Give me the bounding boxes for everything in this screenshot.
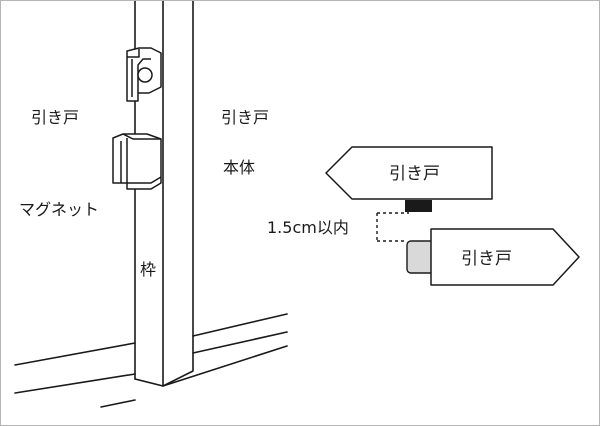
label-frame: 枠 (140, 260, 156, 279)
arrow-left-label: 引き戸 (389, 164, 440, 184)
label-gap: 1.5cm以内 (267, 218, 349, 237)
arrow-right-label: 引き戸 (461, 249, 512, 269)
floor-rail-left (14, 342, 136, 408)
label-sliding-door-left: 引き戸 (31, 108, 79, 127)
main-unit-icon (126, 47, 162, 102)
label-sliding-door-right: 引き戸 (221, 108, 269, 127)
label-main-unit: 本体 (223, 158, 255, 177)
label-magnet: マグネット (19, 200, 99, 219)
magnet-bar (405, 200, 432, 212)
arrow-left-shape (325, 146, 493, 200)
floor-rail-right (162, 313, 288, 387)
gap-guide-lines (376, 212, 409, 242)
arrow-right-shape (430, 228, 580, 286)
magnet-icon (112, 133, 162, 190)
